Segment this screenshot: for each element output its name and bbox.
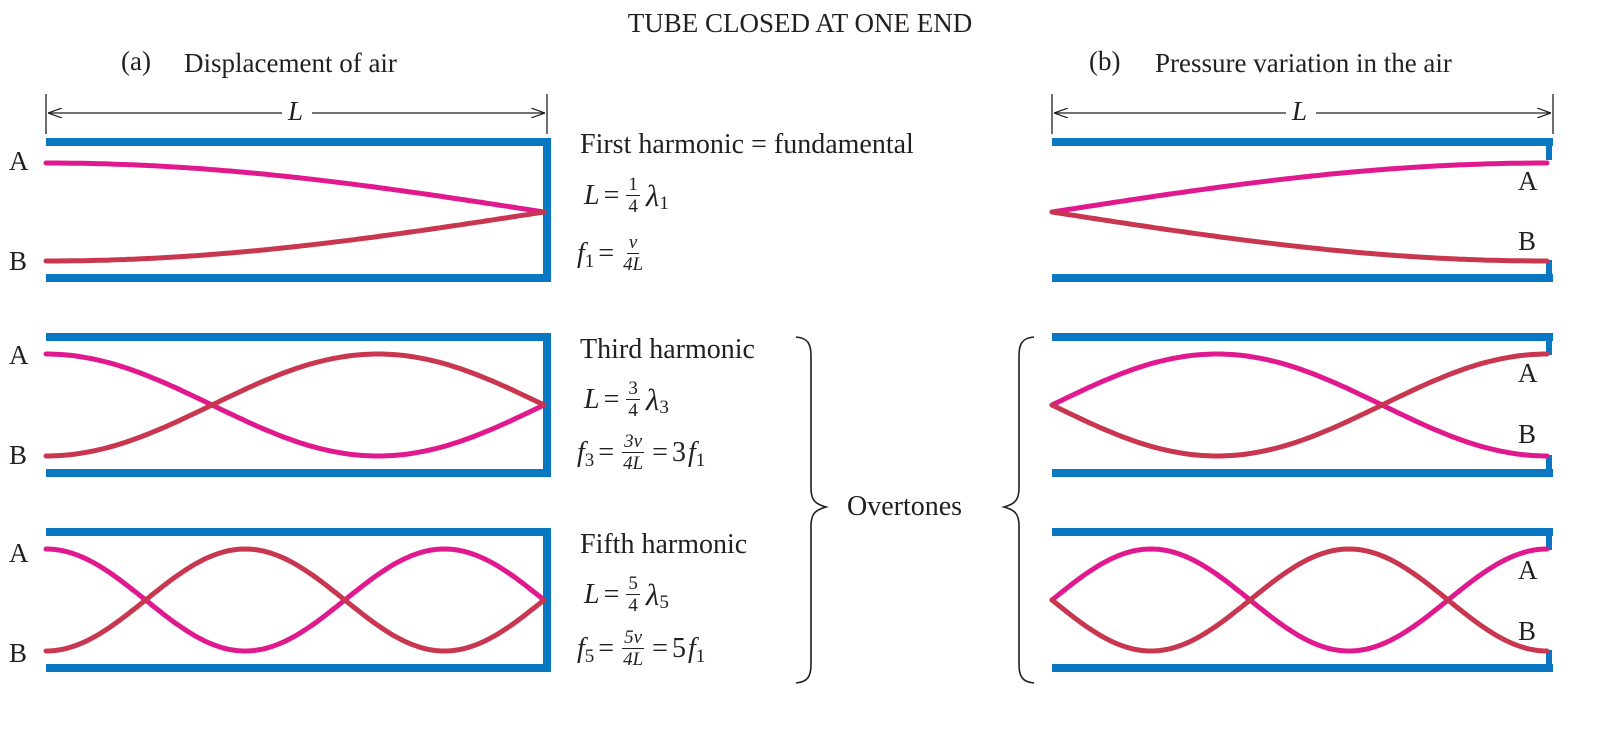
curve-label-b: B — [1518, 419, 1537, 449]
displacement-curve-a — [43, 546, 547, 654]
overtones-brace-right — [1000, 336, 1035, 684]
harmonic-name: First harmonic = fundamental — [580, 129, 914, 160]
overtones-label: Overtones — [847, 491, 963, 522]
pressure-curve-a — [1049, 160, 1550, 215]
overtones-brace-left — [795, 336, 830, 684]
curve-label-a: A — [1518, 166, 1538, 196]
curve-label-b: B — [9, 440, 28, 470]
displacement-curve-a — [43, 160, 547, 215]
displacement-curve-b — [43, 351, 547, 459]
panel-a-tag: (a) — [121, 46, 151, 76]
tube-b-third — [1052, 333, 1553, 477]
tube-a-fifth — [46, 528, 551, 672]
harmonic-name: Third harmonic — [580, 334, 755, 365]
curve-label-a: A — [1518, 555, 1538, 585]
tube-a-first — [46, 138, 551, 282]
displacement-curve-a — [43, 351, 547, 459]
length-dimension-a — [45, 94, 548, 134]
curve-label-b: B — [1518, 616, 1537, 646]
length-label-b: L — [1292, 96, 1308, 126]
figure-title: TUBE CLOSED AT ONE END — [627, 8, 973, 38]
tube-a-third — [46, 333, 551, 477]
pressure-curve-b — [1049, 351, 1550, 459]
curve-label-b: B — [1518, 226, 1537, 256]
curve-label-a: A — [1518, 358, 1538, 388]
displacement-curve-b — [43, 546, 547, 654]
curve-label-a: A — [9, 146, 29, 176]
tube-b-first — [1052, 138, 1553, 282]
length-label-a: L — [288, 96, 304, 126]
displacement-curve-b — [43, 209, 547, 264]
length-dimension-b — [1051, 94, 1554, 134]
pressure-curve-a — [1049, 546, 1550, 654]
pressure-curve-a — [1049, 351, 1550, 459]
panel-a-heading: Displacement of air — [184, 48, 397, 78]
curve-label-b: B — [9, 638, 28, 668]
tube-b-fifth — [1052, 528, 1553, 672]
curve-label-a: A — [9, 538, 29, 568]
panel-b-tag: (b) — [1089, 46, 1121, 76]
pressure-curve-b — [1049, 546, 1550, 654]
panel-b-heading: Pressure variation in the air — [1155, 48, 1452, 78]
curve-label-a: A — [9, 340, 29, 370]
harmonic-name: Fifth harmonic — [580, 529, 748, 560]
pressure-curve-b — [1049, 209, 1550, 264]
curve-label-b: B — [9, 246, 28, 276]
